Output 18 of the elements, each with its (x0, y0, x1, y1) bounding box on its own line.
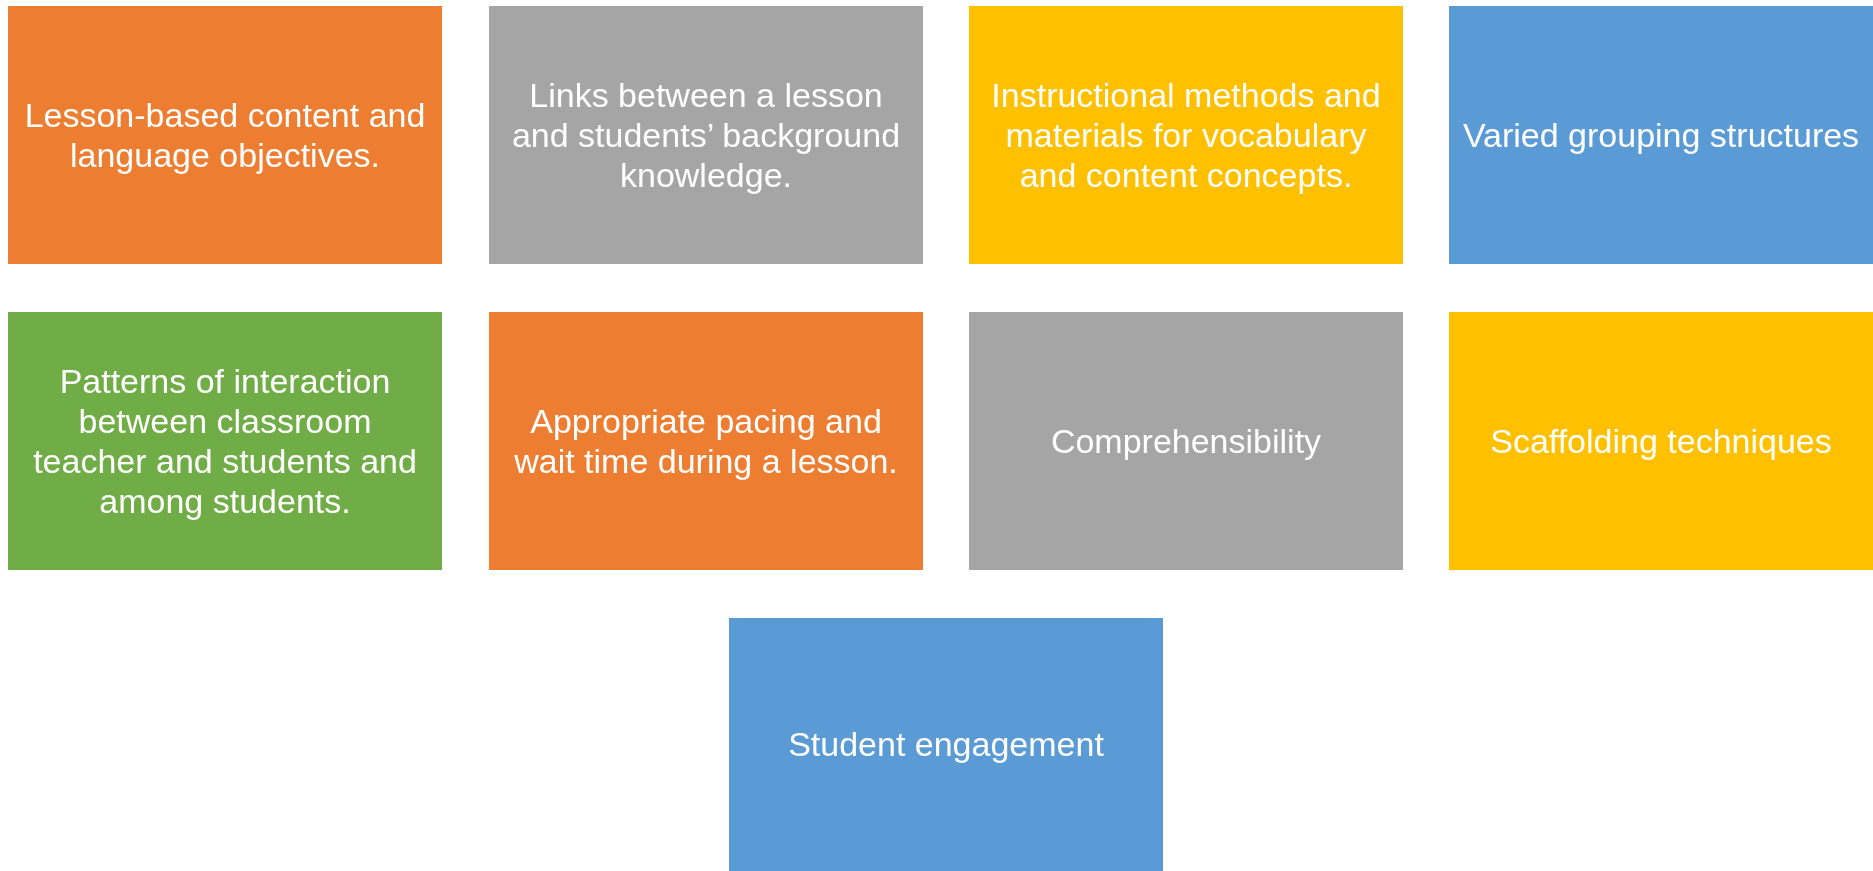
box-text: Appropriate pacing and wait time during a lesson. (513, 400, 899, 482)
category-box (969, 6, 1403, 264)
category-box (8, 6, 442, 264)
box-text: Comprehensibility (1050, 420, 1322, 462)
category-box (8, 312, 442, 570)
box-text: Scaffolding techniques (1490, 420, 1832, 462)
box-text: Patterns of interaction between classroom teacher and students and among students. (32, 360, 418, 522)
category-box (1449, 312, 1873, 570)
box-text: Varied grouping structures (1462, 114, 1860, 156)
category-box (969, 312, 1403, 570)
box-text: Instructional methods and materials for vocabulary and content concepts. (990, 74, 1382, 196)
category-box (729, 618, 1163, 871)
category-box (1449, 6, 1873, 264)
box-text: Lesson-based content and language objectives. (23, 94, 427, 176)
category-box (489, 312, 923, 570)
box-text: Student engagement (788, 724, 1104, 765)
box-text: Links between a lesson and students’ background knowledge. (510, 74, 902, 196)
category-box (489, 6, 923, 264)
